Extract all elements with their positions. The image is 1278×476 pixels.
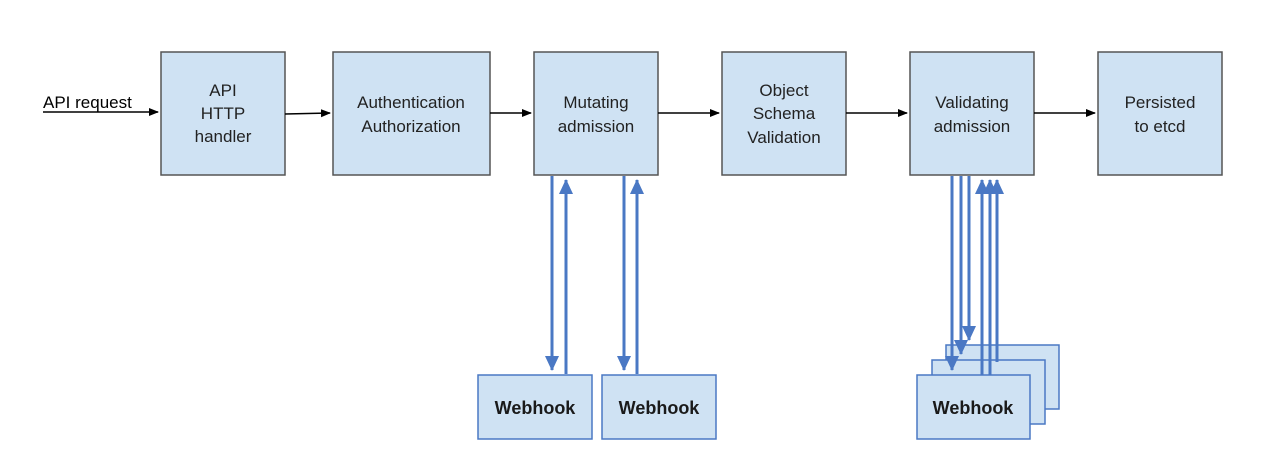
mutating-webhook-2: Webhook: [601, 374, 717, 440]
webhook-label: Webhook: [619, 398, 701, 418]
stage-object-schema-validation: Object Schema Validation: [721, 51, 847, 176]
stage-label-line: Mutating: [563, 93, 628, 112]
stage-label-line: API: [209, 81, 236, 100]
stage-label-line: Validating: [935, 93, 1008, 112]
stage-validating-admission: Validating admission: [909, 51, 1035, 176]
stage-label-line: Authentication: [357, 93, 465, 112]
stage-label-line: HTTP: [201, 104, 245, 123]
stage-label-line: Validation: [747, 128, 820, 147]
stage-label-line: handler: [195, 127, 252, 146]
webhook-label: Webhook: [495, 398, 577, 418]
stage-label-line: Persisted: [1125, 93, 1196, 112]
stage-label-line: admission: [558, 117, 635, 136]
validating-webhook: Webhook: [916, 374, 1031, 440]
stage-label-line: Schema: [753, 104, 816, 123]
stage-api-http-handler: API HTTP handler: [160, 51, 286, 176]
webhook-label: Webhook: [933, 398, 1015, 418]
stage-label-line: Authorization: [361, 117, 460, 136]
stage-label-line: to etcd: [1134, 117, 1185, 136]
stage-label-line: Object: [759, 81, 808, 100]
flow-arrow: [284, 109, 331, 118]
stage-mutating-admission: Mutating admission: [533, 51, 659, 176]
stage-label-line: admission: [934, 117, 1011, 136]
mutating-webhook-1: Webhook: [477, 374, 593, 440]
stage-persisted-to-etcd: Persisted to etcd: [1097, 51, 1223, 176]
stage-authentication-authorization: Authentication Authorization: [332, 51, 491, 176]
api-request-label: API request: [43, 93, 132, 112]
